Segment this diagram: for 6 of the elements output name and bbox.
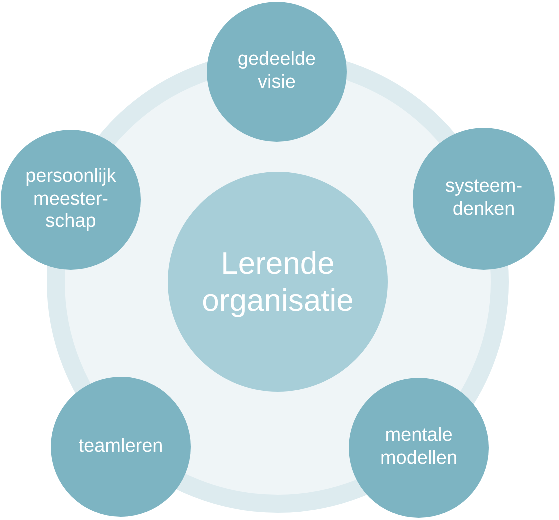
topic-label: systeem- denken [444,176,524,222]
topic-label: mentale modellen [379,425,459,471]
topic-label: persoonlijk meester- schap [24,166,118,234]
topic-label: teamleren [78,436,164,458]
topic-label: gedeelde visie [236,49,318,95]
center-title: Lerende organisatie [201,244,355,320]
